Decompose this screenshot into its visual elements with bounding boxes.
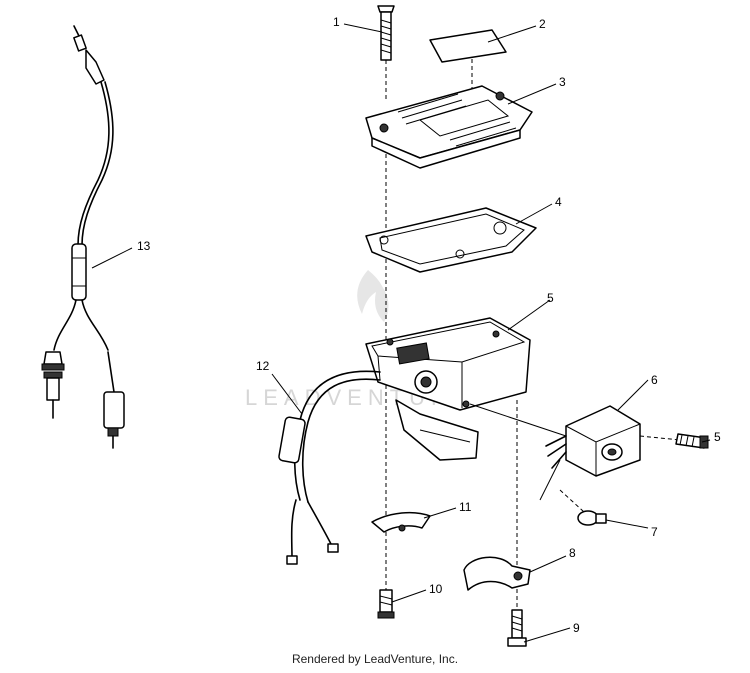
footer-credit: Rendered by LeadVenture, Inc. <box>291 652 459 666</box>
part-10-bolt <box>377 589 395 619</box>
part-1-screw <box>377 5 395 61</box>
callout-1: 1 <box>333 15 340 29</box>
callout-3: 3 <box>559 75 566 89</box>
callout-11: 11 <box>459 500 472 514</box>
part-6-switch-block <box>469 403 641 501</box>
callout-5-screw: 5 <box>714 430 721 444</box>
part-7-bulb <box>559 489 607 526</box>
callout-5-housing: 5 <box>547 291 554 305</box>
callout-2: 2 <box>539 17 546 31</box>
part-2-decal <box>429 29 507 63</box>
part-9-screw <box>507 609 527 647</box>
callout-9: 9 <box>573 621 580 635</box>
part-12-wiring-harness <box>278 370 381 565</box>
callout-4: 4 <box>555 195 562 209</box>
part-11-clip <box>371 511 431 533</box>
part-13-throttle-cable <box>41 25 133 449</box>
part-3-cover-plate <box>365 85 533 169</box>
callout-8: 8 <box>569 546 576 560</box>
callout-leaders <box>271 23 711 643</box>
part-5-screw-right <box>639 433 709 449</box>
callout-6: 6 <box>651 373 658 387</box>
callout-12: 12 <box>256 359 270 373</box>
callout-labels: 1 2 3 4 5 5 6 7 8 9 10 11 12 13 <box>137 15 721 635</box>
part-5-housing <box>365 317 531 461</box>
part-8-clamp <box>463 556 531 591</box>
callout-10: 10 <box>429 582 443 596</box>
part-4-gasket <box>365 207 537 273</box>
callout-13: 13 <box>137 239 151 253</box>
callout-7: 7 <box>651 525 658 539</box>
